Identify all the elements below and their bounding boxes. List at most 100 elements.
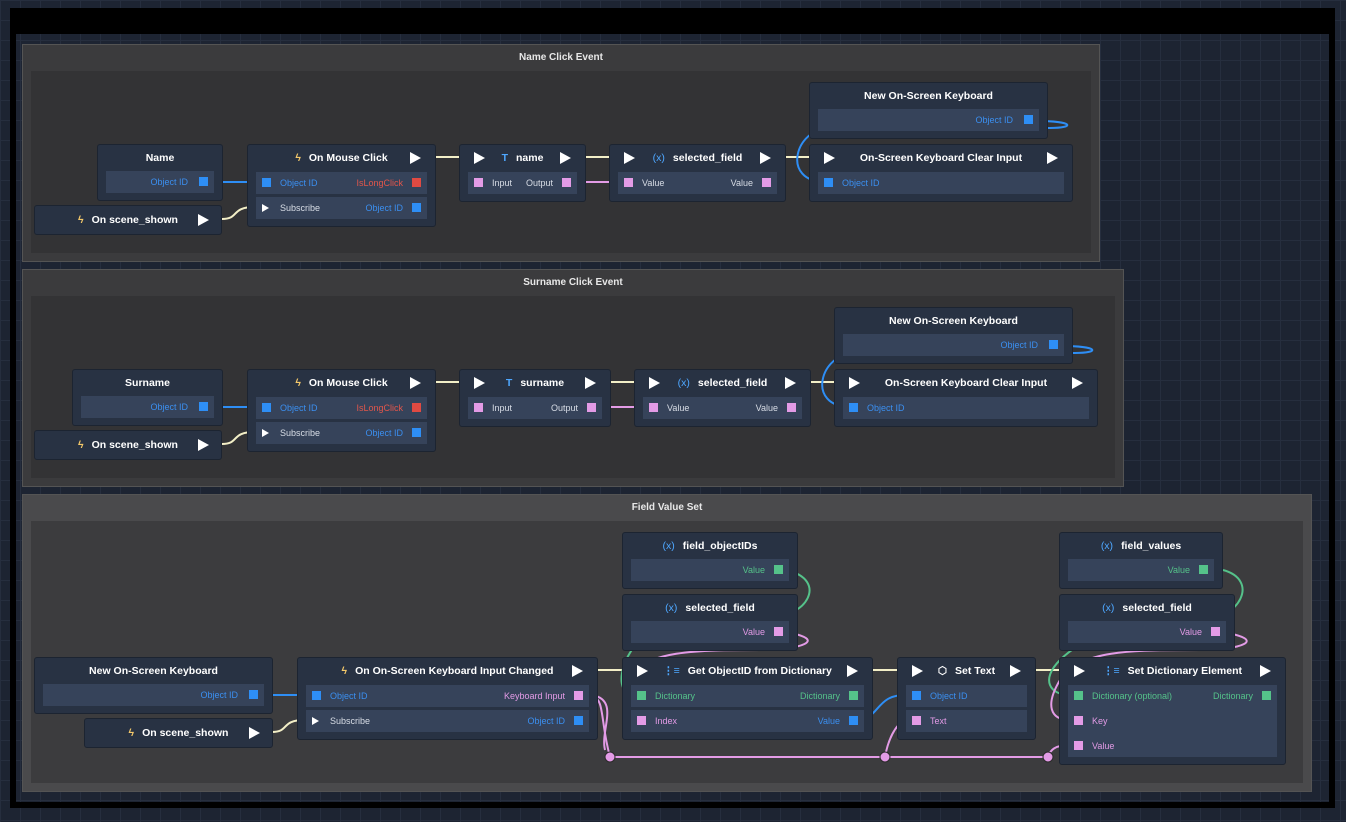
- node-set-text[interactable]: ⬡ Set Text Object ID Text: [897, 657, 1036, 740]
- value-input-pin[interactable]: [1074, 741, 1083, 750]
- exec-output-pin[interactable]: [1010, 665, 1021, 677]
- node-new-onscreen-keyboard[interactable]: New On-Screen Keyboard Object ID: [809, 82, 1048, 139]
- objectid-input-pin[interactable]: [824, 178, 833, 187]
- exec-output-pin[interactable]: [1072, 377, 1083, 389]
- wire-string[interactable]: [1050, 631, 1248, 721]
- dictionary-output-pin[interactable]: [774, 565, 783, 574]
- objectid-output-pin[interactable]: [412, 203, 421, 212]
- exec-output-pin[interactable]: [198, 439, 209, 451]
- node-new-onscreen-keyboard[interactable]: New On-Screen Keyboard Object ID: [834, 307, 1073, 364]
- exec-input-pin[interactable]: [1074, 665, 1085, 677]
- exec-input-pin[interactable]: [912, 665, 923, 677]
- dictionary-output-pin[interactable]: [1262, 691, 1271, 700]
- exec-output-pin[interactable]: [249, 727, 260, 739]
- exec-output-pin[interactable]: [560, 152, 571, 164]
- objectid-output-pin[interactable]: [199, 177, 208, 186]
- variable-icon: (x): [1100, 540, 1114, 552]
- reroute-point[interactable]: [879, 751, 891, 763]
- objectid-input-pin[interactable]: [262, 403, 271, 412]
- pin-label: Value: [742, 565, 765, 575]
- objectid-output-pin[interactable]: [574, 716, 583, 725]
- subscribe-exec-pin[interactable]: [312, 717, 319, 725]
- dictionary-output-pin[interactable]: [1199, 565, 1208, 574]
- node-set-dictionary-element[interactable]: ⋮≡ Set Dictionary Element Dictionary (op…: [1059, 657, 1286, 765]
- node-selected-field-var[interactable]: (x) selected_field Value: [1059, 594, 1235, 651]
- node-keyboard-clear-input[interactable]: On-Screen Keyboard Clear Input Object ID: [834, 369, 1098, 427]
- exec-input-pin[interactable]: [624, 152, 635, 164]
- node-on-scene-shown[interactable]: ϟ On scene_shown: [34, 430, 222, 460]
- bool-output-pin[interactable]: [412, 403, 421, 412]
- objectid-output-pin[interactable]: [849, 716, 858, 725]
- objectid-input-pin[interactable]: [312, 691, 321, 700]
- objectid-input-pin[interactable]: [912, 691, 921, 700]
- dictionary-output-pin[interactable]: [849, 691, 858, 700]
- node-on-scene-shown[interactable]: ϟ On scene_shown: [84, 718, 273, 748]
- objectid-output-pin[interactable]: [1049, 340, 1058, 349]
- index-input-pin[interactable]: [637, 716, 646, 725]
- bool-output-pin[interactable]: [412, 178, 421, 187]
- exec-output-pin[interactable]: [760, 152, 771, 164]
- string-input-pin[interactable]: [474, 403, 483, 412]
- exec-output-pin[interactable]: [847, 665, 858, 677]
- exec-output-pin[interactable]: [198, 214, 209, 226]
- objectid-output-pin[interactable]: [1024, 115, 1033, 124]
- reroute-point[interactable]: [1042, 751, 1054, 763]
- key-input-pin[interactable]: [1074, 716, 1083, 725]
- node-keyboard-clear-input[interactable]: On-Screen Keyboard Clear Input Object ID: [809, 144, 1073, 202]
- string-output-pin[interactable]: [587, 403, 596, 412]
- node-on-mouse-click[interactable]: ϟ On Mouse Click Object ID IsLongClick S…: [247, 144, 436, 227]
- node-get-objectid-from-dictionary[interactable]: ⋮≡ Get ObjectID from Dictionary Dictiona…: [622, 657, 873, 740]
- subscribe-exec-pin[interactable]: [262, 204, 269, 212]
- exec-input-pin[interactable]: [849, 377, 860, 389]
- dictionary-input-pin[interactable]: [1074, 691, 1083, 700]
- lightning-icon: ϟ: [78, 214, 84, 226]
- node-title-wrap: T surname: [460, 370, 610, 396]
- node-surname-text[interactable]: T surname Input Output: [459, 369, 611, 427]
- text-input-pin[interactable]: [912, 716, 921, 725]
- exec-input-pin[interactable]: [649, 377, 660, 389]
- string-input-pin[interactable]: [474, 178, 483, 187]
- string-output-pin[interactable]: [574, 691, 583, 700]
- string-output-pin[interactable]: [1211, 627, 1220, 636]
- string-output-pin[interactable]: [562, 178, 571, 187]
- objectid-output-pin[interactable]: [412, 428, 421, 437]
- string-input-pin[interactable]: [649, 403, 658, 412]
- objectid-output-pin[interactable]: [249, 690, 258, 699]
- exec-output-pin[interactable]: [572, 665, 583, 677]
- dictionary-input-pin[interactable]: [637, 691, 646, 700]
- exec-input-pin[interactable]: [637, 665, 648, 677]
- node-on-mouse-click[interactable]: ϟ On Mouse Click Object ID IsLongClick S…: [247, 369, 436, 452]
- exec-input-pin[interactable]: [474, 152, 485, 164]
- node-selected-field[interactable]: (x) selected_field Value Value: [609, 144, 786, 202]
- node-new-onscreen-keyboard[interactable]: New On-Screen Keyboard Object ID: [34, 657, 273, 714]
- string-output-pin[interactable]: [787, 403, 796, 412]
- exec-output-pin[interactable]: [785, 377, 796, 389]
- wire-string[interactable]: [591, 694, 609, 751]
- exec-output-pin[interactable]: [1047, 152, 1058, 164]
- string-output-pin[interactable]: [762, 178, 771, 187]
- exec-input-pin[interactable]: [474, 377, 485, 389]
- node-field-values[interactable]: (x) field_values Value: [1059, 532, 1223, 589]
- node-title: Get ObjectID from Dictionary: [687, 665, 832, 677]
- exec-output-pin[interactable]: [1260, 665, 1271, 677]
- exec-output-pin[interactable]: [585, 377, 596, 389]
- node-on-scene-shown[interactable]: ϟ On scene_shown: [34, 205, 222, 235]
- objectid-input-pin[interactable]: [262, 178, 271, 187]
- exec-input-pin[interactable]: [824, 152, 835, 164]
- objectid-output-pin[interactable]: [199, 402, 208, 411]
- string-output-pin[interactable]: [774, 627, 783, 636]
- node-name-object[interactable]: Name Object ID: [97, 144, 223, 201]
- exec-output-pin[interactable]: [410, 152, 421, 164]
- node-selected-field-var[interactable]: (x) selected_field Value: [622, 594, 798, 651]
- objectid-input-pin[interactable]: [849, 403, 858, 412]
- string-input-pin[interactable]: [624, 178, 633, 187]
- node-surname-object[interactable]: Surname Object ID: [72, 369, 223, 426]
- node-keyboard-input-changed[interactable]: ϟ On On-Screen Keyboard Input Changed Ob…: [297, 657, 598, 740]
- node-name-text[interactable]: T name Input Output: [459, 144, 586, 202]
- node-title-wrap: ϟ On Mouse Click: [248, 145, 435, 171]
- node-field-objectids[interactable]: (x) field_objectIDs Value: [622, 532, 798, 589]
- reroute-point[interactable]: [604, 751, 616, 763]
- node-selected-field[interactable]: (x) selected_field Value Value: [634, 369, 811, 427]
- exec-output-pin[interactable]: [410, 377, 421, 389]
- subscribe-exec-pin[interactable]: [262, 429, 269, 437]
